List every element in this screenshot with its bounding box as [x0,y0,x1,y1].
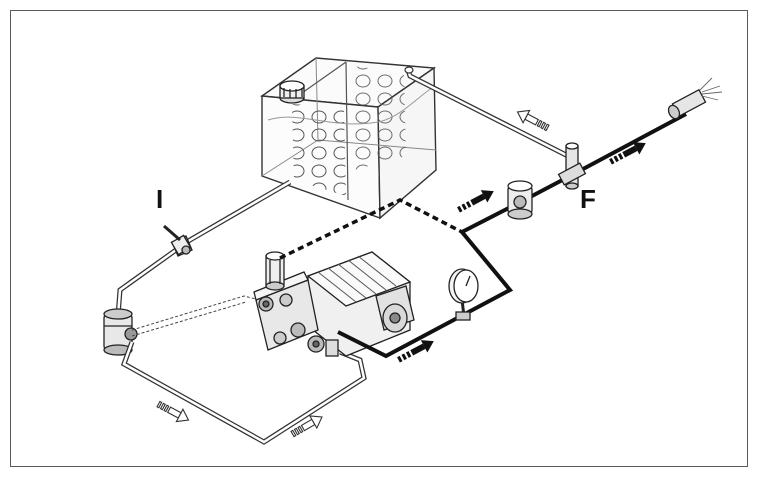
label-inlet-valve: I [156,184,164,214]
tee-fitting-icon [557,142,587,190]
pressure-regulator-icon [265,251,285,291]
pressure-gauge-icon [448,268,479,321]
pump-icon [253,251,415,357]
regulator-bypass-line [279,198,463,260]
unloader-valve-icon [507,180,533,220]
water-tank-icon [260,57,437,220]
bypass-loop [120,295,367,445]
flow-arrow-icon [156,109,550,438]
nozzle-icon [667,77,723,120]
return-pipe [404,66,574,161]
suction-pipe [115,179,292,317]
tank-filter-cap-icon [279,80,305,104]
inlet-valve-icon [163,224,193,257]
inlet-filter-icon [103,308,138,356]
flow-arrow-icon [397,142,646,363]
label-outlet-fitting: F [580,184,596,214]
